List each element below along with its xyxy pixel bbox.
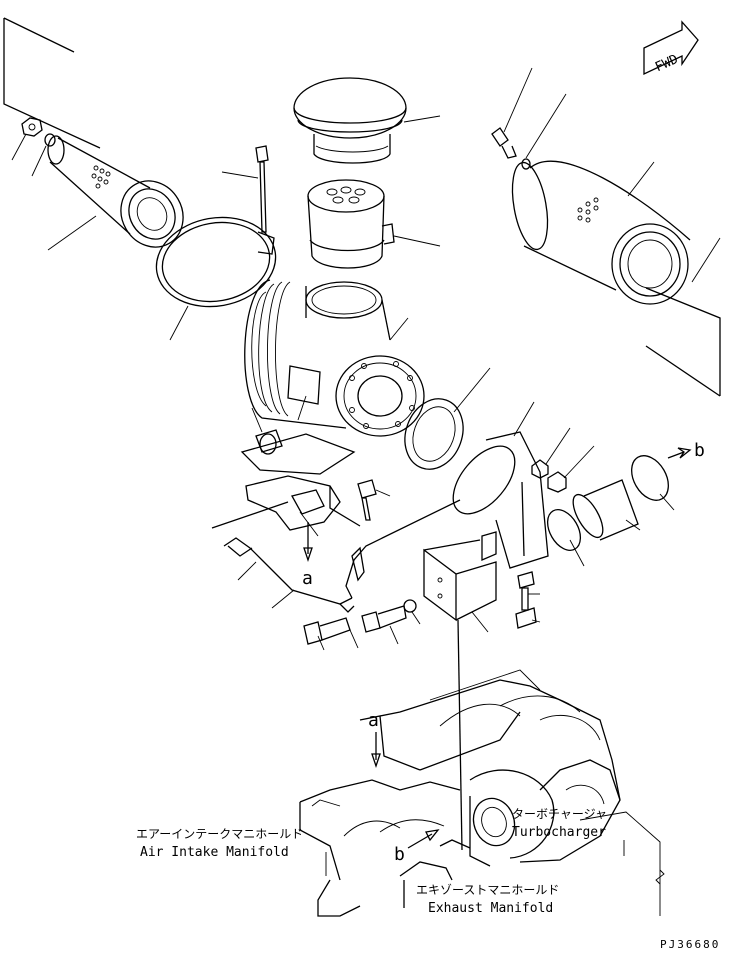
clamp-band [155,216,277,341]
inner-safety-element [47,135,184,251]
clamp-bolt [221,145,269,233]
air-cleaner-body [244,279,425,437]
mounting-bracket-left [211,433,361,537]
ref-arrow-a-top: a [302,522,313,589]
ref-label-b-bottom: b [394,844,405,865]
turbocharger-label-jp: ターボチャージャ [512,807,607,821]
right-frame-lines [645,287,721,397]
element-holes [91,165,111,189]
ref-arrow-b-bottom: b [394,829,440,865]
left-frame-lines [3,17,101,149]
hose-clamps [546,447,692,567]
pre-cleaner [307,179,441,269]
nuts-right [531,427,595,493]
fwd-arrow-icon: FWD [643,20,699,75]
turbocharger-label-en: Turbocharger [512,825,606,840]
top-cap [293,77,441,164]
harness-line [223,499,461,613]
outer-element [511,160,721,305]
air-intake-label-jp: エアーインテークマニホールド [136,827,303,841]
ref-arrow-a-bottom: a [368,710,381,769]
support-bracket [423,531,497,851]
label-leaders [325,811,665,916]
wing-nut-washer [491,67,567,170]
nut-washer-left [11,117,56,177]
dust-indicator [251,407,283,455]
ref-label-a-top: a [302,568,313,589]
engine-block [299,669,621,917]
exhaust-manifold-label-jp: エキゾーストマニホールド [416,883,559,897]
inlet-elbow [452,401,549,569]
gasket [404,367,491,470]
drawing-number: PJ36680 [660,938,720,951]
ref-label-b-right: b [694,440,705,461]
lower-bolts [303,599,421,651]
ref-label-a-bottom: a [368,710,379,731]
bolt-right [515,571,541,629]
turbocharger-shape [469,769,555,867]
exhaust-manifold-label-en: Exhaust Manifold [428,901,553,916]
air-intake-label-en: Air Intake Manifold [140,845,289,860]
bolt-left [357,479,391,521]
